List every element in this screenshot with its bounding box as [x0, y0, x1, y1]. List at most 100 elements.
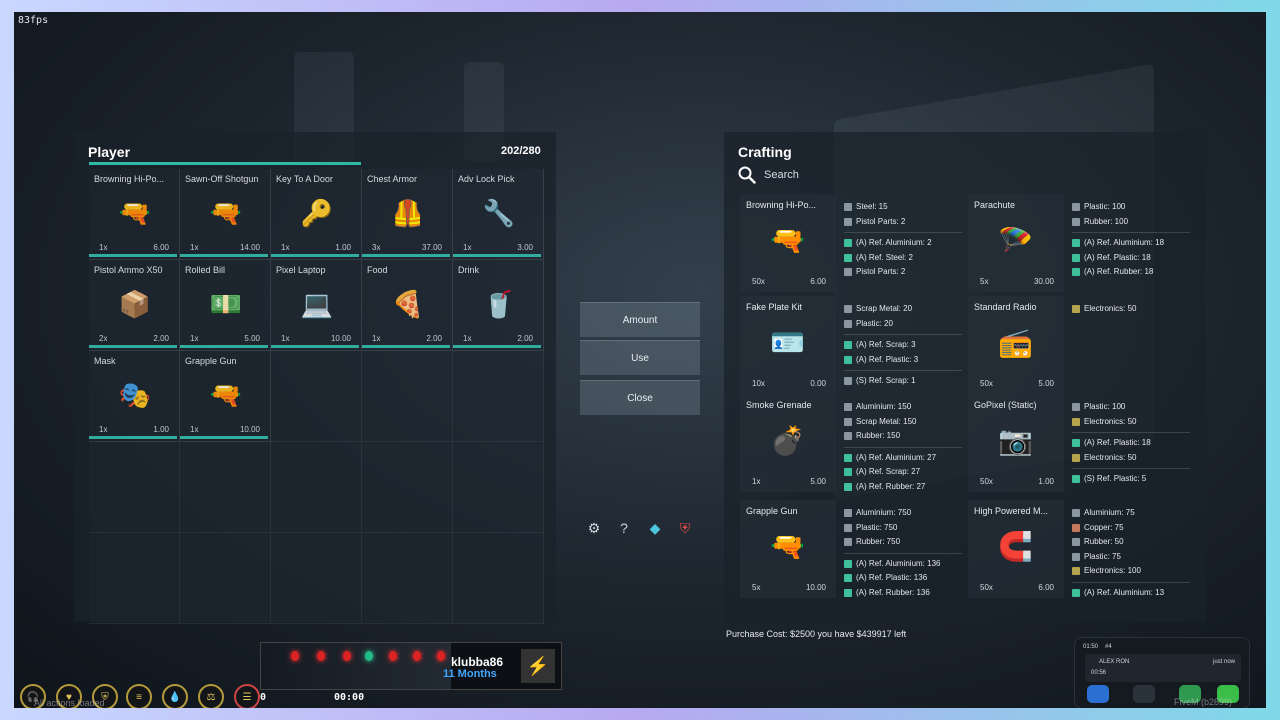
item-name: Mask — [94, 356, 116, 366]
item-count: 2x — [99, 334, 108, 343]
item-count: 1x — [281, 334, 290, 343]
requirement-item: Rubber: 100 — [1072, 215, 1190, 230]
empty-slot[interactable] — [271, 442, 362, 533]
requirement-item: (A) Ref. Plastic: 3 — [844, 353, 962, 368]
phone-widget[interactable]: 01:50 #4 ALEX RON just now 00:56 — [1074, 637, 1250, 708]
empty-slot[interactable] — [180, 169, 271, 260]
requirement-text: (A) Ref. Plastic: 18 — [1084, 252, 1151, 262]
light-icon — [317, 651, 325, 661]
armor-icon: ⛨ — [92, 684, 118, 708]
requirement-text: (A) Ref. Plastic: 3 — [856, 354, 919, 364]
item-name: Pixel Laptop — [276, 265, 326, 275]
empty-slot[interactable] — [362, 351, 453, 442]
alert-banner — [261, 643, 451, 689]
empty-slot[interactable] — [180, 260, 271, 351]
requirement-text: (A) Ref. Aluminium: 13 — [1084, 587, 1165, 597]
requirement-text: Electronics: 50 — [1084, 416, 1137, 426]
item-weight: 1.00 — [335, 243, 351, 252]
material-icon — [844, 203, 852, 212]
requirement-item: Aluminium: 75 — [1072, 506, 1190, 521]
material-icon — [1072, 217, 1080, 226]
item-count: 1x — [190, 425, 199, 434]
item-weight: 3.00 — [517, 243, 533, 252]
empty-slot[interactable] — [453, 351, 544, 442]
item-name: Adv Lock Pick — [458, 174, 515, 184]
search-input[interactable]: Search — [764, 169, 799, 181]
requirement-item: Plastic: 750 — [844, 521, 962, 536]
durability-bar — [89, 254, 177, 257]
item-icon: 🔧 — [482, 197, 516, 228]
settings-icon[interactable]: ⚙ — [587, 520, 601, 536]
requirement-item: Steel: 15 — [844, 200, 962, 215]
material-icon — [1072, 523, 1080, 532]
empty-slot[interactable] — [362, 169, 453, 260]
shield-icon[interactable]: ⛨ — [679, 520, 691, 536]
empty-slot[interactable] — [271, 351, 362, 442]
empty-slot[interactable] — [180, 533, 271, 624]
empty-slot[interactable] — [180, 351, 271, 442]
notification-card[interactable]: ALEX RON just now 00:56 — [1085, 654, 1241, 682]
empty-slot[interactable] — [89, 442, 180, 533]
requirement-item: Pistol Parts: 2 — [844, 215, 962, 230]
requirement-item: Electronics: 100 — [1072, 564, 1190, 579]
empty-slot[interactable] — [271, 533, 362, 624]
requirement-item: Rubber: 750 — [844, 535, 962, 550]
amount-input[interactable]: Amount — [580, 302, 700, 337]
close-button[interactable]: Close — [580, 380, 700, 415]
material-icon — [844, 588, 852, 597]
empty-slot[interactable] — [89, 260, 180, 351]
requirement-text: (A) Ref. Aluminium: 136 — [856, 558, 941, 568]
empty-slot[interactable] — [271, 260, 362, 351]
download-app-icon[interactable] — [1087, 685, 1109, 703]
durability-bar — [362, 254, 450, 257]
use-button[interactable]: Use — [580, 340, 700, 375]
requirement-item: (A) Ref. Steel: 2 — [844, 251, 962, 266]
player-title: Player — [88, 144, 131, 160]
empty-slot[interactable] — [89, 351, 180, 442]
empty-slot[interactable] — [362, 442, 453, 533]
requirement-text: Rubber: 750 — [856, 537, 901, 546]
requirement-item: (A) Ref. Aluminium: 27 — [844, 451, 962, 466]
empty-slot[interactable] — [89, 169, 180, 260]
search-icon[interactable] — [738, 166, 756, 184]
empty-slot[interactable] — [180, 442, 271, 533]
phone-app-icon[interactable] — [1179, 685, 1201, 703]
empty-slot[interactable] — [453, 442, 544, 533]
help-icon[interactable]: ? — [620, 520, 628, 536]
empty-slot[interactable] — [271, 169, 362, 260]
empty-slot[interactable] — [89, 533, 180, 624]
requirement-text: (A) Ref. Plastic: 136 — [856, 573, 928, 582]
empty-slot[interactable] — [453, 169, 544, 260]
light-icon — [343, 651, 351, 661]
recipe-weight: 6.00 — [810, 277, 826, 286]
empty-slot[interactable] — [453, 533, 544, 624]
divider — [844, 552, 962, 554]
chat-app-icon[interactable] — [1217, 685, 1239, 703]
empty-slot[interactable] — [362, 533, 453, 624]
empty-slot[interactable] — [362, 260, 453, 351]
empty-slot[interactable] — [453, 260, 544, 351]
diamond-icon[interactable]: ◆ — [649, 520, 661, 536]
messages-app-icon[interactable] — [1133, 685, 1155, 703]
